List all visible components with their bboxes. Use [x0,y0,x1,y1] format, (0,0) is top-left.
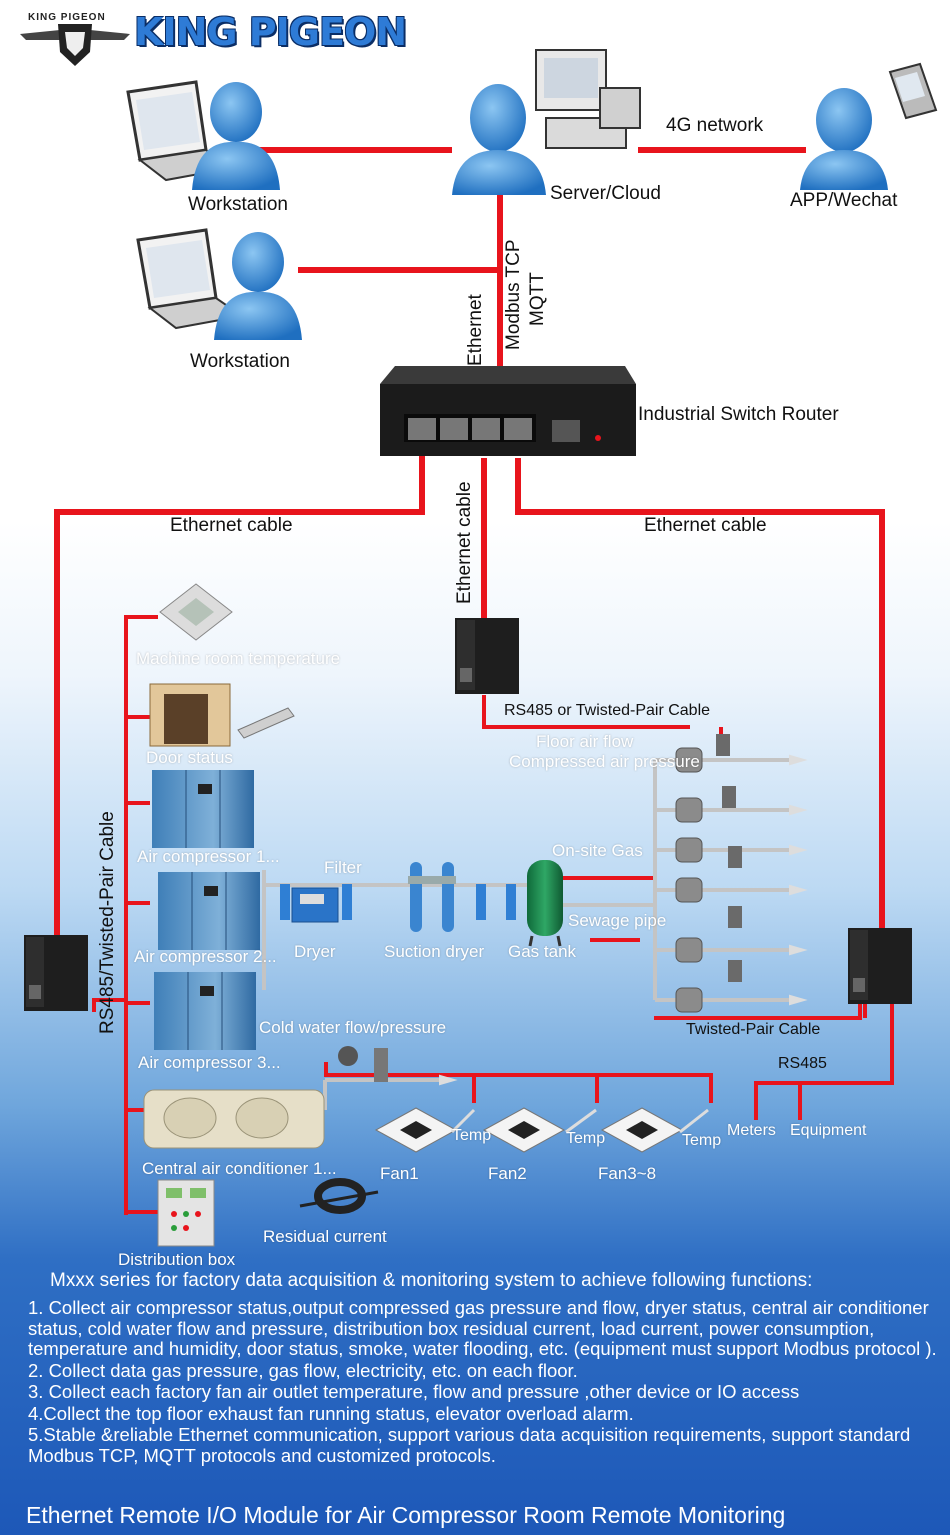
function-item: 5.Stable &reliable Ethernet communicatio… [28,1424,911,1466]
function-item: 3. Collect each factory fan air outlet t… [28,1381,800,1402]
temp-label: Temp [452,1127,492,1144]
air-compressor-label: Air compressor 1... [137,847,280,866]
meters-label: Meters [727,1122,776,1139]
filter-icon [280,884,516,920]
switch-router-label: Industrial Switch Router [638,404,839,425]
door-status-label: Door status [146,748,233,767]
gas-tank-icon [527,860,563,947]
air-compressor-icon [152,770,254,848]
serial-wires [92,615,894,1215]
central-ac-label: Central air conditioner 1... [142,1159,337,1178]
suction-dryer-icon [408,862,456,932]
footer-title: Ethernet Remote I/O Module for Air Compr… [26,1502,786,1528]
network-4g-label: 4G network [666,115,764,136]
switch-router-icon [380,366,636,456]
distribution-box-label: Distribution box [118,1250,236,1269]
function-item: 1. Collect air compressor status,output … [28,1297,937,1359]
rs485-twisted-label: RS485/Twisted-Pair Cable [97,811,118,1034]
rs485-label: RS485 [778,1055,827,1072]
fan-label: Fan2 [488,1164,527,1183]
function-item: 2. Collect data gas pressure, gas flow, … [28,1359,578,1381]
central-ac-icon [143,1089,325,1149]
cold-water-meter-icon [338,1046,388,1082]
machine-room-temp-label: Machine room temperature [136,649,341,668]
io-module-icon [848,928,912,1004]
function-list: 1. Collect air compressor status,output … [28,1297,943,1467]
description-intro: Mxxx series for factory data acquisition… [50,1270,813,1291]
flow-meter-icon [675,747,703,1013]
workstation-icon [126,80,280,190]
workstation-label: Workstation [188,194,288,215]
server-label: Server/Cloud [550,183,661,204]
gas-tank-label: Gas tank [508,942,577,961]
residual-current-label: Residual current [263,1227,387,1246]
current-sensor-icon [299,1178,379,1214]
fan-label: Fan3~8 [598,1164,657,1183]
twisted-pair-label: Twisted-Pair Cable [686,1021,821,1038]
suction-dryer-label: Suction dryer [384,942,485,961]
ethernet-cable-label: Ethernet cable [170,515,293,536]
fan-icon [482,1107,566,1153]
temp-label: Temp [566,1130,606,1147]
server-icon [452,49,641,195]
rs485-twisted-label: RS485 or Twisted-Pair Cable [504,702,711,719]
logo-icon [20,24,130,66]
dryer-label: Dryer [294,942,336,961]
brand-title: KING PIGEON [134,10,407,54]
temp-probe-icons [450,1108,709,1134]
app-label: APP/Wechat [790,190,898,211]
ethernet-cable-label: Ethernet cable [644,515,767,536]
modbus-tcp-label: Modbus TCP [503,239,524,350]
fan-icon [374,1107,458,1153]
air-compressor-label: Air compressor 3... [138,1053,281,1072]
temp-label: Temp [682,1132,722,1149]
mobile-user-icon [800,62,938,190]
cold-water-label: Cold water flow/pressure [259,1018,447,1037]
equipment-label: Equipment [790,1122,867,1139]
thermostat-icon [159,583,233,641]
mqtt-label: MQTT [527,272,548,326]
distribution-box-icon [157,1179,215,1247]
flow-arrows [439,754,808,1086]
workstation-icon [136,228,302,340]
ethernet-label: Ethernet [465,294,486,366]
function-item: 4.Collect the top floor exhaust fan runn… [28,1402,634,1424]
compressed-air-pressure-label: Compressed air pressure [509,752,700,771]
io-module-icon [455,618,519,694]
fan-icon [600,1107,684,1153]
onsite-gas-label: On-site Gas [552,841,643,860]
door-icon [149,683,295,747]
floor-air-flow-label: Floor air flow [536,732,634,751]
air-compressor-label: Air compressor 2... [134,947,277,966]
pressure-sensor-icon [716,734,742,982]
air-compressor-icon [154,972,256,1050]
dryer-icon [291,887,339,923]
ethernet-cable-label: Ethernet cable [454,481,475,604]
fan-label: Fan1 [380,1164,419,1183]
brand-small: KING PIGEON [28,12,106,23]
filter-label: Filter [324,858,362,877]
workstation-label: Workstation [190,351,290,372]
ethernet-wires [54,147,885,935]
air-compressor-icon [158,872,260,950]
sewage-pipe-label: Sewage pipe [568,911,667,930]
io-module-icon [24,935,88,1011]
